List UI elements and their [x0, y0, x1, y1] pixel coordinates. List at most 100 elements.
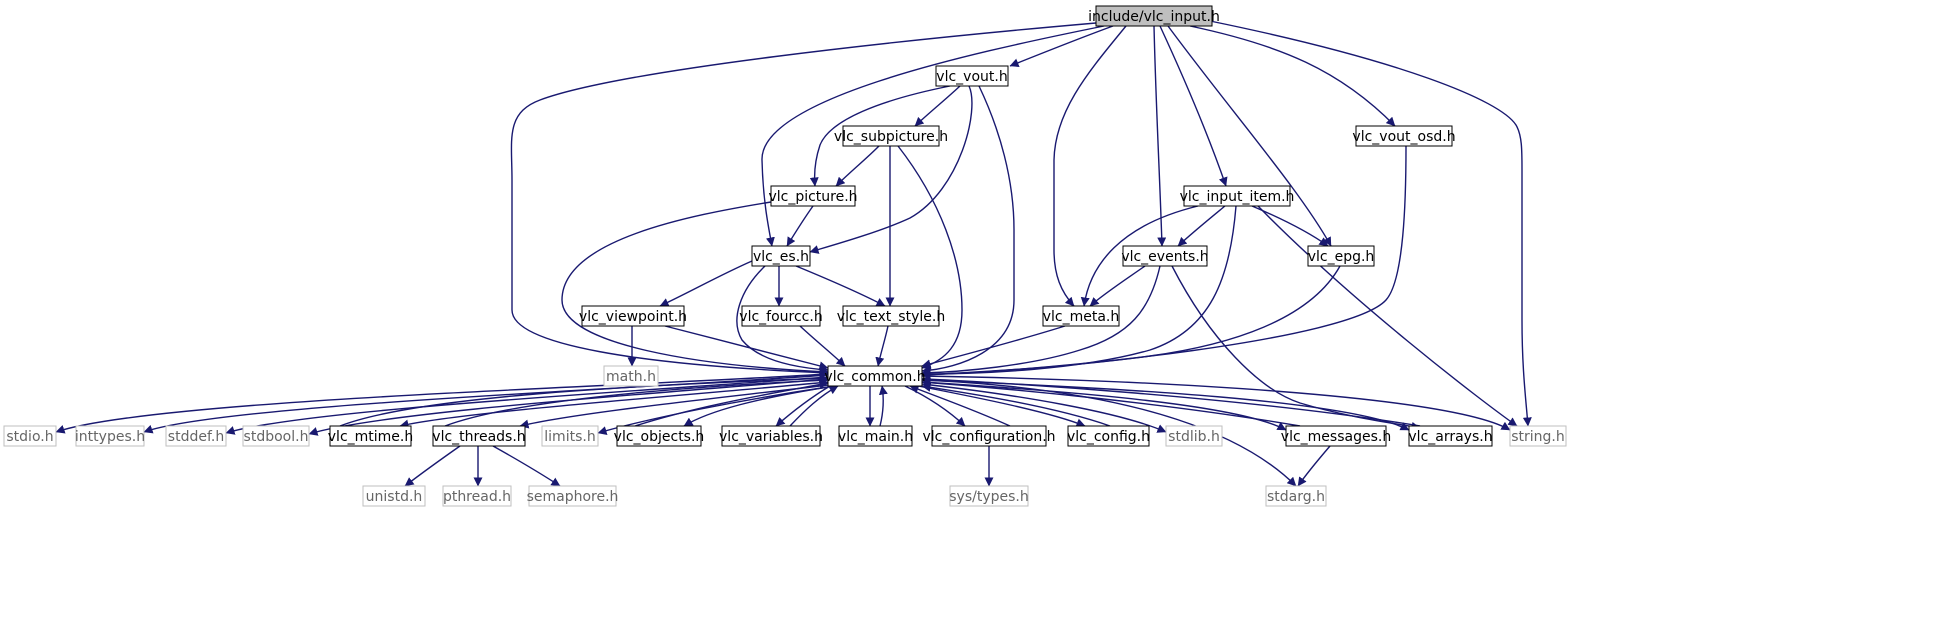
edge-line — [878, 385, 888, 427]
node-variables[interactable]: vlc_variables.h — [719, 425, 823, 447]
node-label: vlc_meta.h — [1043, 309, 1120, 325]
edge-line — [664, 325, 829, 371]
edge-threads-to-common — [444, 375, 829, 427]
node-configuration[interactable]: vlc_configuration.h — [922, 425, 1056, 447]
node-meta[interactable]: vlc_meta.h — [1042, 305, 1120, 327]
edge-vout-to-es — [809, 85, 973, 254]
node-label: vlc_vout.h — [936, 69, 1007, 85]
edge-viewpoint-to-common — [664, 325, 829, 371]
edge-events-to-common — [921, 265, 1161, 378]
edge-common-to-objects — [683, 386, 829, 427]
edge-line — [399, 381, 829, 429]
node-es[interactable]: vlc_es.h — [751, 245, 811, 267]
node-pthread: pthread.h — [442, 485, 512, 507]
edge-line — [789, 385, 839, 427]
node-box — [1285, 425, 1387, 447]
edge-common-to-stdio — [55, 373, 829, 434]
node-label: math.h — [606, 369, 656, 385]
node-viewpoint[interactable]: vlc_viewpoint.h — [579, 305, 687, 327]
edge-root-to-epg — [1167, 25, 1332, 247]
node-label: stdbool.h — [244, 429, 309, 445]
edge-text_style-to-common — [875, 325, 889, 367]
node-box — [541, 425, 599, 447]
edge-input_item-to-events — [1177, 205, 1226, 247]
node-epg[interactable]: vlc_epg.h — [1307, 245, 1375, 267]
edge-line — [1209, 20, 1532, 427]
node-label: vlc_messages.h — [1281, 429, 1391, 445]
node-box — [751, 245, 811, 267]
node-messages[interactable]: vlc_messages.h — [1281, 425, 1391, 447]
edge-vout-to-picture — [809, 85, 951, 187]
edge-line — [510, 22, 1097, 378]
node-text-style[interactable]: vlc_text_style.h — [837, 305, 945, 327]
node-threads[interactable]: vlc_threads.h — [432, 425, 526, 447]
node-input-item[interactable]: vlc_input_item.h — [1180, 185, 1295, 207]
node-main[interactable]: vlc_main.h — [838, 425, 913, 447]
node-systypes: sys/types.h — [949, 485, 1029, 507]
edge-line — [921, 85, 1015, 375]
edge-common-to-config — [917, 385, 1086, 428]
node-unistd: unistd.h — [362, 485, 426, 507]
node-layer: include/vlc_input.h vlc_vout.h vlc_subpict… — [3, 5, 1567, 507]
node-label: vlc_epg.h — [1308, 249, 1375, 265]
node-box — [1067, 425, 1150, 447]
edge-root-to-meta — [1053, 25, 1127, 307]
edge-root-to-string — [1209, 20, 1532, 427]
node-box — [442, 485, 512, 507]
node-arrays[interactable]: vlc_arrays.h — [1408, 425, 1493, 447]
edge-line — [914, 85, 961, 127]
edge-picture-to-es — [786, 205, 814, 247]
edge-line — [1257, 205, 1518, 427]
node-box — [165, 425, 227, 447]
node-subpicture[interactable]: vlc_subpicture.h — [834, 125, 948, 147]
node-box — [1095, 5, 1213, 27]
node-box — [3, 425, 57, 447]
node-common[interactable]: vlc_common.h — [824, 365, 926, 387]
node-box — [329, 425, 412, 447]
edge-line — [775, 385, 831, 427]
node-vout[interactable]: vlc_vout.h — [935, 65, 1009, 87]
edge-line — [921, 382, 1111, 427]
edge-subpicture-to-picture — [835, 145, 880, 187]
node-label: stdarg.h — [1267, 489, 1325, 505]
node-picture[interactable]: vlc_picture.h — [768, 185, 858, 207]
node-vout-osd[interactable]: vlc_vout_osd.h — [1352, 125, 1456, 147]
node-label: unistd.h — [366, 489, 423, 505]
edge-line — [55, 373, 829, 434]
edge-common-to-messages — [921, 381, 1287, 431]
edge-line — [875, 325, 889, 367]
edge-line — [921, 265, 1161, 378]
edge-line — [786, 205, 814, 247]
node-box — [741, 305, 821, 327]
edge-line — [308, 378, 829, 436]
node-config[interactable]: vlc_config.h — [1067, 425, 1150, 447]
node-label: vlc_viewpoint.h — [579, 309, 687, 325]
edge-line — [809, 85, 951, 187]
node-mtime[interactable]: vlc_mtime.h — [328, 425, 413, 447]
node-box — [842, 125, 940, 147]
edge-line — [917, 385, 1086, 428]
node-objects[interactable]: vlc_objects.h — [614, 425, 705, 447]
edge-picture-to-common — [561, 201, 829, 377]
node-limits: limits.h — [541, 425, 599, 447]
edge-line — [492, 445, 561, 487]
node-events[interactable]: vlc_events.h — [1121, 245, 1209, 267]
node-label: pthread.h — [443, 489, 511, 505]
edge-line — [921, 375, 1511, 431]
node-root[interactable]: include/vlc_input.h — [1088, 5, 1220, 27]
edge-mtime-to-common — [339, 373, 829, 427]
edge-main-to-common — [878, 385, 888, 427]
node-fourcc[interactable]: vlc_fourcc.h — [739, 305, 823, 327]
node-box — [616, 425, 702, 447]
node-box — [432, 425, 526, 447]
edge-line — [1089, 265, 1146, 307]
edge-root-to-vout_osd — [1189, 25, 1396, 127]
node-stddef: stddef.h — [165, 425, 227, 447]
node-label: stdio.h — [6, 429, 53, 445]
node-box — [838, 425, 913, 447]
edge-configuration-to-common — [909, 384, 1011, 427]
edge-line — [736, 265, 829, 374]
edge-line — [795, 265, 886, 307]
edge-threads-to-semaphore — [492, 445, 561, 487]
